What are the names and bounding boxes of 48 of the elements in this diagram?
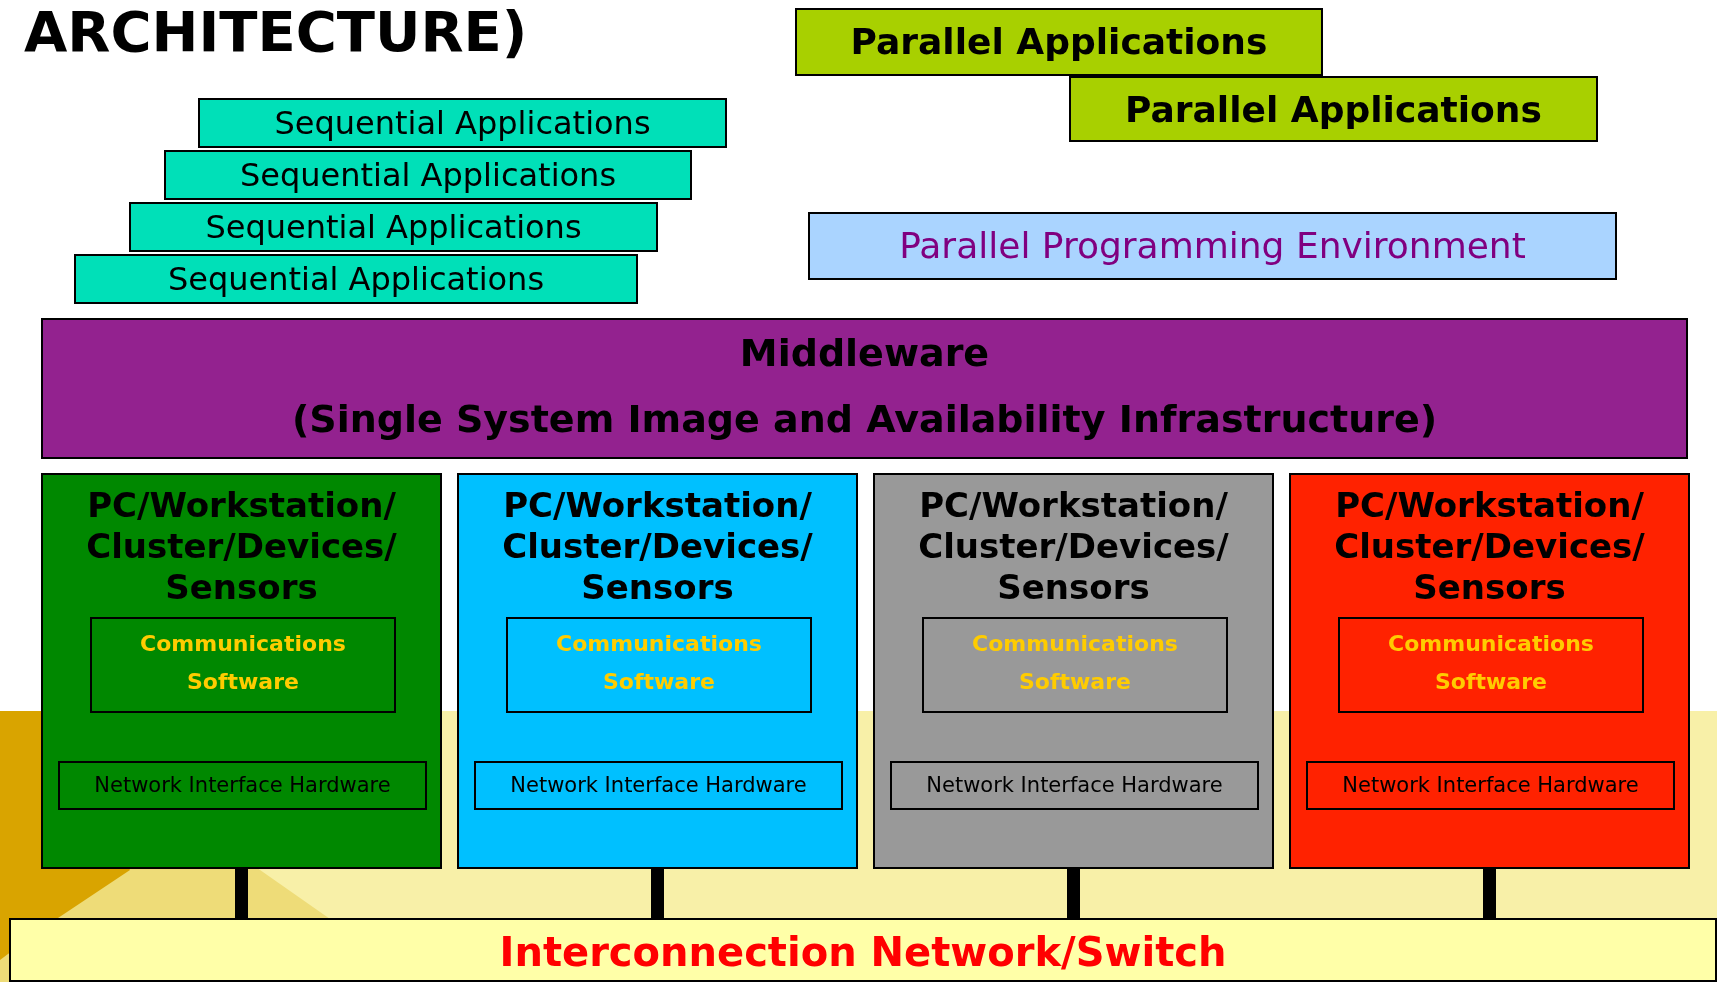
software-box (1338, 617, 1644, 713)
application-label: Sequential Applications (238, 155, 618, 196)
software-label: Communications Software (971, 630, 1179, 696)
connector-line (1067, 869, 1080, 918)
connector-line (1483, 869, 1496, 918)
hardware-box (890, 761, 1259, 810)
software-box (922, 617, 1228, 713)
layer-label: (Single System Image and Availability Infrastructure) (290, 396, 1439, 443)
software-label: Communications Software (1387, 630, 1595, 696)
node-label: PC/Workstation/ Cluster/Devices/ Sensors (501, 484, 814, 608)
software-label: Communications Software (555, 630, 763, 696)
layer-label: Middleware (738, 330, 991, 377)
node-label: PC/Workstation/ Cluster/Devices/ Sensors (1333, 484, 1646, 608)
application-box (129, 202, 658, 252)
node-box (41, 473, 442, 869)
hardware-label: Network Interface Hardware (509, 772, 808, 799)
middleware-box (41, 318, 1688, 459)
application-box (1069, 76, 1598, 142)
application-box (74, 254, 638, 304)
hardware-box (1306, 761, 1675, 810)
application-label: Sequential Applications (166, 259, 546, 300)
application-box (795, 8, 1323, 76)
environment-label: Parallel Programming Environment (898, 224, 1527, 268)
application-box (198, 98, 727, 148)
node-box (873, 473, 1274, 869)
node-label: PC/Workstation/ Cluster/Devices/ Sensors (917, 484, 1230, 608)
hardware-label: Network Interface Hardware (93, 772, 392, 799)
node-box (457, 473, 858, 869)
connector-line (651, 869, 664, 918)
application-label: Parallel Applications (849, 20, 1269, 64)
software-box (506, 617, 812, 713)
hardware-label: Network Interface Hardware (1341, 772, 1640, 799)
network-label: Interconnection Network/Switch (498, 928, 1228, 977)
title: ARCHITECTURE) (24, 0, 528, 64)
hardware-box (58, 761, 427, 810)
application-box (164, 150, 692, 200)
node-label: PC/Workstation/ Cluster/Devices/ Sensors (85, 484, 398, 608)
application-label: Sequential Applications (204, 207, 583, 248)
software-box (90, 617, 396, 713)
node-box (1289, 473, 1690, 869)
hardware-label: Network Interface Hardware (925, 772, 1224, 799)
application-label: Sequential Applications (273, 103, 652, 144)
connector-line (235, 869, 248, 918)
application-label: Parallel Applications (1124, 88, 1543, 132)
network-bar (9, 918, 1717, 982)
software-label: Communications Software (139, 630, 347, 696)
environment-box (808, 212, 1617, 280)
hardware-box (474, 761, 843, 810)
